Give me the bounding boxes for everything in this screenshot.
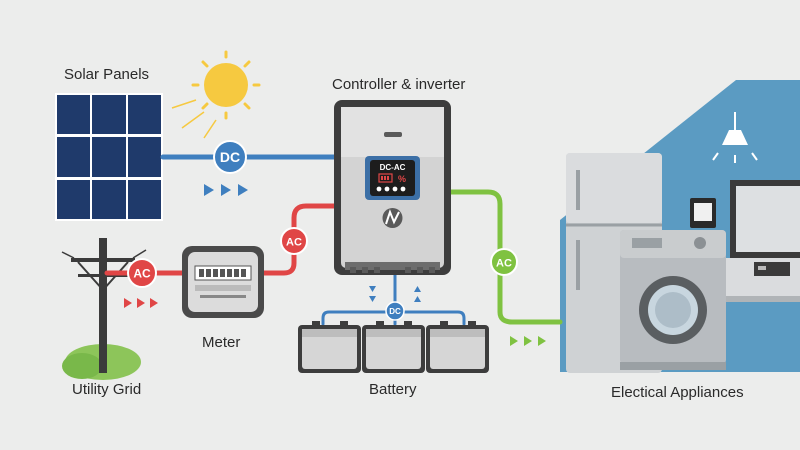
- utility-pole: [61, 238, 147, 380]
- lamp-icon: [712, 112, 758, 163]
- appliances: [566, 153, 800, 373]
- solar-panel-array: [55, 93, 163, 221]
- tv-cabinet: [724, 258, 800, 302]
- controller-inverter: DC-AC %: [334, 100, 451, 275]
- washing-machine: [620, 230, 726, 370]
- dc-badge-solar: DC: [213, 140, 247, 174]
- battery-unit: [298, 321, 361, 373]
- controller-label: Controller & inverter: [332, 76, 466, 93]
- sun-icon: [171, 50, 261, 139]
- wires: [104, 154, 563, 326]
- battery-label: Battery: [369, 381, 417, 398]
- battery-level-icon: [378, 173, 393, 183]
- ac-badge-meter: AC: [280, 227, 308, 255]
- battery-bank: [298, 321, 489, 373]
- television: [690, 180, 800, 258]
- svg-text:DC: DC: [389, 307, 401, 316]
- ac-badge-appliances: AC: [490, 248, 518, 276]
- appliances-label: Electical Appliances: [611, 384, 744, 401]
- svg-text:AC: AC: [496, 258, 512, 270]
- svg-text:AC: AC: [133, 267, 151, 281]
- svg-text:DC: DC: [220, 149, 240, 165]
- electric-meter: [182, 246, 264, 318]
- flow-arrow-icon: [124, 184, 546, 346]
- solar-panels-label: Solar Panels: [64, 66, 150, 83]
- inverter-mode-text: DC-AC: [380, 163, 406, 172]
- dc-badge-battery: DC: [385, 301, 405, 321]
- svg-text:AC: AC: [286, 237, 302, 249]
- utility-grid-label: Utility Grid: [72, 381, 142, 398]
- percent-symbol: %: [398, 174, 406, 184]
- ac-badge-grid: AC: [127, 258, 157, 288]
- battery-unit: [362, 321, 425, 373]
- meter-label: Meter: [202, 334, 241, 351]
- battery-unit: [426, 321, 489, 373]
- logo-icon: [382, 208, 403, 228]
